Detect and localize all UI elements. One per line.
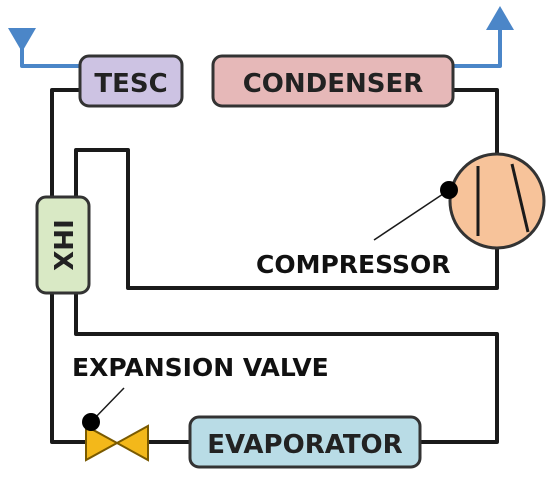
water-line [20, 28, 502, 68]
ihx-unit: IHX [35, 195, 91, 295]
condenser-box [211, 54, 455, 108]
evaporator-box [188, 415, 422, 469]
water-inlet-pipe [20, 48, 80, 68]
expansion-valve-icon-right [114, 424, 149, 462]
tesc-unit: TESC [78, 54, 184, 108]
compressor-label: COMPRESSOR [256, 250, 451, 279]
compressor-marker-dot [440, 181, 458, 199]
ihx-label: IHX [47, 219, 77, 270]
water-outlet-pipe [453, 28, 502, 68]
compressor-icon [448, 152, 546, 250]
evaporator-to-ihx-pipe [74, 290, 499, 444]
ihx-box [35, 195, 91, 295]
compressor-leader-line [373, 189, 450, 241]
expansion-valve-unit: EXPANSION VALVE [72, 353, 329, 462]
ihx-to-valve-pipe [50, 292, 86, 444]
compressor-unit: COMPRESSOR [256, 152, 546, 279]
water-inlet-arrow [8, 28, 36, 52]
compressor-blade-line-right [510, 163, 530, 233]
tesc-box [78, 54, 184, 108]
refrigerant-loop [50, 88, 499, 444]
tesc-label: TESC [94, 69, 167, 99]
evaporator-label: EVAPORATOR [207, 430, 402, 460]
compressor-return-pipe [74, 148, 499, 290]
condenser-to-compressor-pipe [450, 88, 499, 158]
condenser-unit: CONDENSER [211, 54, 455, 108]
evaporator-unit: EVAPORATOR [188, 415, 422, 469]
water-outlet-arrow [486, 6, 514, 30]
expansion-valve-icon-left [85, 424, 120, 462]
condenser-label: CONDENSER [243, 69, 424, 99]
expansion-valve-label: EXPANSION VALVE [72, 353, 329, 382]
tesc-to-ihx-pipe [50, 88, 80, 199]
expansion-valve-marker-dot [82, 413, 100, 431]
